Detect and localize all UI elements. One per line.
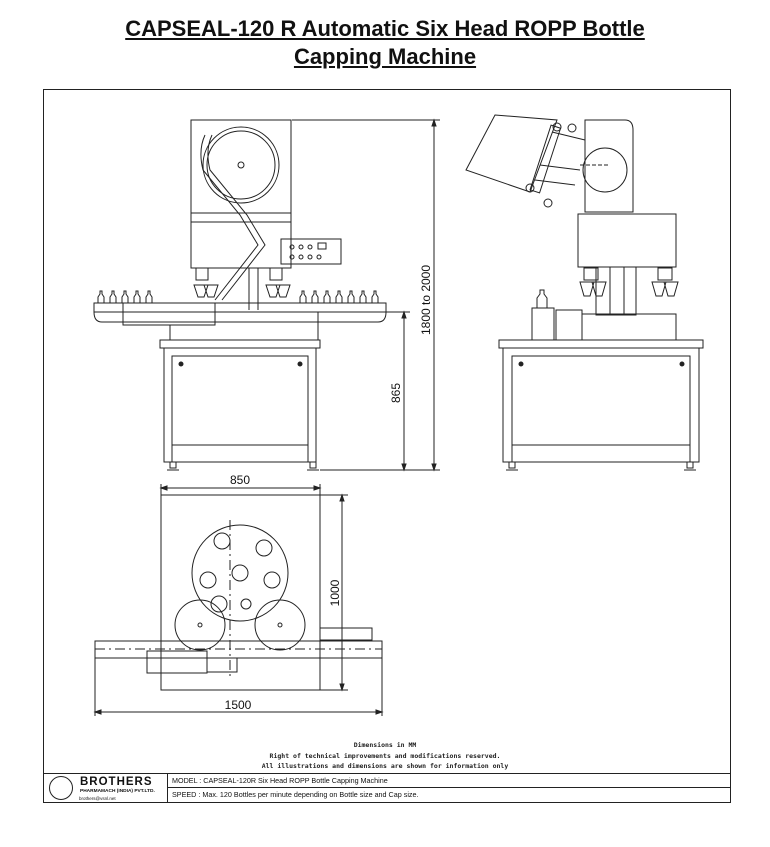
company-logo: BROTHERS PHARMAMACH (INDIA) PVT.LTD. bro… xyxy=(44,774,168,802)
brand-name: BROTHERS xyxy=(80,776,153,788)
title-block: BROTHERS PHARMAMACH (INDIA) PVT.LTD. bro… xyxy=(43,773,731,803)
note-disclaimer: All illustrations and dimensions are sho… xyxy=(261,762,509,770)
front-view xyxy=(93,118,440,472)
note-rights: Right of technical improvements and modi… xyxy=(269,752,501,760)
dim-table-height: 865 xyxy=(389,383,403,403)
logo-mark-icon xyxy=(49,776,73,800)
top-view xyxy=(93,484,384,716)
speed-row: SPEED : Max. 120 Bottles per minute depe… xyxy=(172,790,419,799)
drawing-title: CAPSEAL-120 R Automatic Six Head ROPP Bo… xyxy=(125,16,645,41)
dim-height-range: 1800 to 2000 xyxy=(419,265,433,335)
dim-length: 1500 xyxy=(225,698,252,712)
company-name: PHARMAMACH (INDIA) PVT.LTD. xyxy=(80,789,155,794)
note-units: Dimensions in MM xyxy=(353,741,417,749)
drawing-subtitle: Capping Machine xyxy=(293,44,477,69)
dim-width: 850 xyxy=(230,473,250,487)
dim-depth: 1000 xyxy=(328,579,342,606)
company-email: brothers@vsnl.net xyxy=(79,796,116,801)
model-row: MODEL : CAPSEAL-120R Six Head ROPP Bottl… xyxy=(167,774,730,788)
side-view xyxy=(465,114,704,471)
